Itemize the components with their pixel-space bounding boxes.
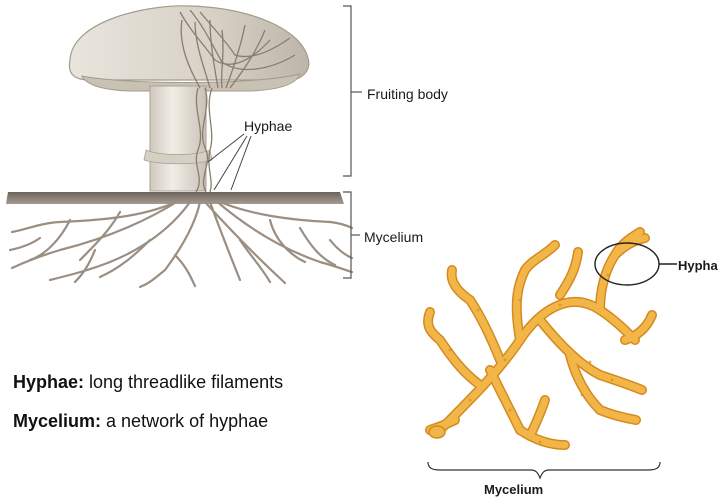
fruiting-body-label: Fruiting body (367, 86, 448, 102)
mushroom-fruiting-body (69, 6, 308, 192)
definition-text: long threadlike filaments (84, 372, 283, 392)
definition-text: a network of hyphae (101, 411, 268, 431)
definition-hyphae: Hyphae: long threadlike filaments (13, 372, 283, 393)
definition-term: Mycelium: (13, 411, 101, 431)
hypha-label-right: Hypha (678, 258, 718, 273)
mycelium-label: Mycelium (364, 229, 423, 245)
mycelium-label-right: Mycelium (484, 482, 543, 497)
definition-term: Hyphae: (13, 372, 84, 392)
bracket-mycelium-right (428, 462, 660, 478)
soil-and-mycelium (6, 192, 352, 287)
hyphae-pointer-lines (208, 134, 251, 190)
underground-mycelium-network (10, 200, 352, 287)
mycelium-base-blob (429, 426, 445, 438)
bracket-mycelium (343, 192, 360, 278)
bracket-fruiting-body (343, 6, 362, 176)
hyphae-label: Hyphae (244, 118, 292, 134)
mycelium-illustration (428, 232, 652, 445)
mushroom-stalk (150, 86, 206, 191)
mushroom-cap (69, 6, 308, 80)
definition-mycelium: Mycelium: a network of hyphae (13, 411, 268, 432)
